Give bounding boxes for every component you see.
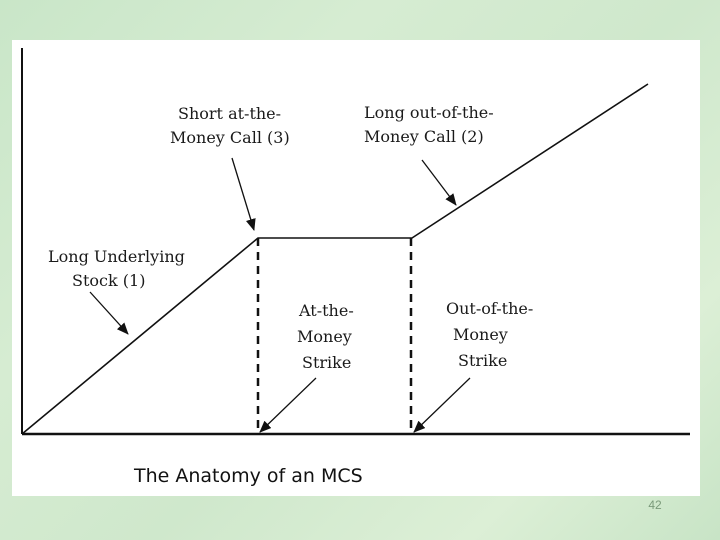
short-call-arrow	[231, 157, 256, 231]
short-call-label: Short at-the- Money Call (3)	[170, 104, 290, 147]
long-stock-label: Long Underlying Stock (1)	[48, 247, 190, 290]
atm-strike-label: At-the- Money Strike	[297, 301, 359, 372]
long-call-label: Long out-of-the- Money Call (2)	[364, 103, 499, 146]
atm-strike-label-line-1: At-the-	[298, 301, 354, 320]
atm-strike-arrow	[259, 377, 317, 433]
otm-strike-label-line-1: Out-of-the-	[446, 299, 533, 318]
payoff-line	[21, 83, 649, 435]
slide-number: 42	[648, 498, 662, 512]
otm-strike-label: Out-of-the- Money Strike	[446, 299, 538, 370]
otm-strike-label-line-3: Strike	[458, 351, 507, 370]
short-call-label-line-1: Short at-the-	[178, 104, 281, 123]
long-stock-arrow	[89, 291, 129, 335]
atm-strike-label-line-2: Money	[297, 327, 352, 346]
short-call-label-line-2: Money Call (3)	[170, 128, 290, 147]
otm-strike-arrow	[413, 377, 471, 433]
long-call-arrow	[421, 159, 457, 206]
atm-strike-label-line-3: Strike	[302, 353, 351, 372]
diagram-caption: The Anatomy of an MCS	[133, 465, 363, 487]
long-stock-label-line-2: Stock (1)	[72, 271, 145, 290]
long-call-label-line-2: Money Call (2)	[364, 127, 484, 146]
long-stock-label-line-1: Long Underlying	[48, 247, 185, 266]
otm-strike-label-line-2: Money	[453, 325, 508, 344]
long-call-label-line-1: Long out-of-the-	[364, 103, 494, 122]
diagram-panel	[12, 40, 700, 496]
